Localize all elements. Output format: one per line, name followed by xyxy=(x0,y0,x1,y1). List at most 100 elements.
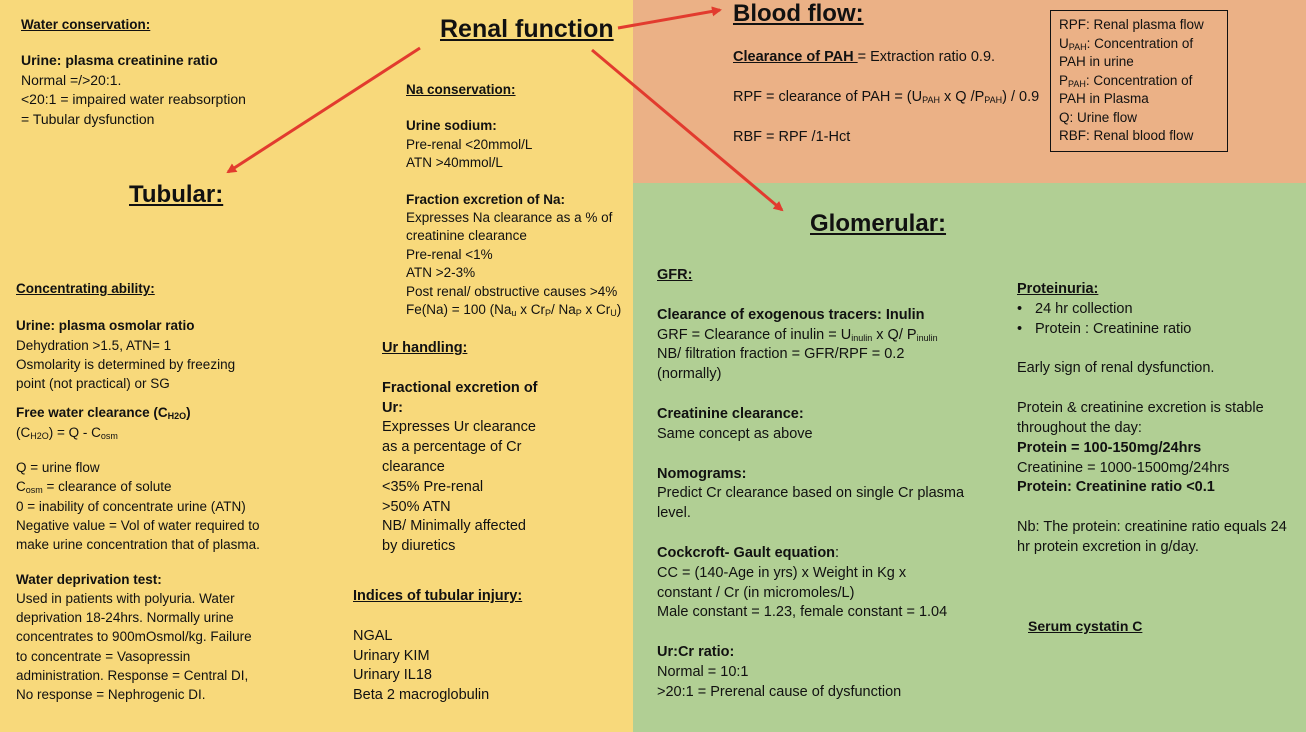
serum-cystatin-heading: Serum cystatin C xyxy=(1028,618,1143,634)
legend-ppah: PPAH: Concentration of xyxy=(1059,72,1193,89)
free-water-sub: Free water clearance (CH2O) xyxy=(16,405,191,422)
ur-line-1: Expresses Ur clearance xyxy=(382,419,536,436)
bullet-item: •24 hr collection xyxy=(1017,300,1133,317)
injury-item: Beta 2 macroglobulin xyxy=(353,687,490,704)
nomograms-sub: Nomograms: xyxy=(657,465,747,482)
glomerular-title: Glomerular: xyxy=(810,210,947,237)
proteinuria-block: Proteinuria: •24 hr collection •Protein … xyxy=(1017,280,1287,558)
gfr-line-10: Normal = 10:1 xyxy=(657,663,749,680)
gfr-line-11: >20:1 = Prerenal cause of dysfunction xyxy=(657,683,902,700)
cosm-def: Cosm = clearance of solute xyxy=(16,479,172,496)
ur-line-5: >50% ATN xyxy=(382,498,451,515)
water-line-3: = Tubular dysfunction xyxy=(21,110,155,127)
injury-item: Urinary KIM xyxy=(353,647,430,664)
gfr-block: GFR: Clearance of exogenous tracers: Inu… xyxy=(657,266,964,703)
water-line-2: <20:1 = impaired water reabsorption xyxy=(21,91,246,108)
conc-line-4: 0 = inability of concentrate urine (ATN) xyxy=(16,498,246,514)
prot-line-7: Nb: The protein: creatinine ratio equals… xyxy=(1017,519,1287,536)
conc-line-6: make urine concentration that of plasma. xyxy=(16,537,260,553)
prot-line-3: throughout the day: xyxy=(1017,419,1142,436)
prot-line-8: hr protein excretion in g/day. xyxy=(1017,538,1199,555)
wd-line-6: No response = Nephrogenic DI. xyxy=(16,687,206,703)
conc-line-1: Dehydration >1.5, ATN= 1 xyxy=(16,337,172,353)
blood-flow-block: Clearance of PAH = Extraction ratio 0.9.… xyxy=(733,47,1039,147)
na-line-3: Expresses Na clearance as a % of xyxy=(406,210,613,226)
wd-line-5: administration. Response = Central DI, xyxy=(16,668,249,684)
ur-line-4: <35% Pre-renal xyxy=(382,478,484,495)
gfr-heading: GFR: xyxy=(657,267,693,283)
gfr-line-3: (normally) xyxy=(657,366,722,383)
legend-ppah-2: PAH in Plasma xyxy=(1059,91,1149,106)
water-sub: Urine: plasma creatinine ratio xyxy=(21,52,218,69)
free-water-equation: (CH2O) = Q - Cosm xyxy=(16,424,118,441)
injury-item: NGAL xyxy=(353,627,393,644)
fraction-na-sub: Fraction excretion of Na: xyxy=(406,191,566,207)
gfr-line-8: constant / Cr (in micromoles/L) xyxy=(657,584,855,601)
water-conservation-block: Water conservation: Urine: plasma creati… xyxy=(21,15,246,129)
inulin-sub: Clearance of exogenous tracers: Inulin xyxy=(657,306,925,323)
fe-ur-sub: Fractional excretion of xyxy=(382,379,538,396)
tubular-panel-background xyxy=(0,0,633,732)
ur-line-2: as a percentage of Cr xyxy=(382,439,522,456)
glomerular-panel-background xyxy=(633,183,1306,732)
water-deprivation-sub: Water deprivation test: xyxy=(16,571,162,587)
page-title: Renal function xyxy=(440,15,614,43)
fe-na-formula: Fe(Na) = 100 (Nau x CrP/ NaP x CrU) xyxy=(406,302,622,319)
tubular-title: Tubular: xyxy=(129,181,224,208)
na-line-2: ATN >40mmol/L xyxy=(406,155,503,171)
legend-rpf: RPF: Renal plasma flow xyxy=(1059,17,1204,32)
bullet-item: •Protein : Creatinine ratio xyxy=(1017,320,1192,337)
grf-formula: GRF = Clearance of inulin = Uinulin x Q/… xyxy=(657,326,938,343)
na-line-4: creatinine clearance xyxy=(406,228,527,244)
q-def: Q = urine flow xyxy=(16,460,100,476)
gfr-line-9: Male constant = 1.23, female constant = … xyxy=(657,604,948,621)
pah-clearance-line: Clearance of PAH = Extraction ratio 0.9. xyxy=(733,49,996,65)
gfr-line-6: level. xyxy=(657,505,691,522)
wd-line-1: Used in patients with polyuria. Water xyxy=(16,590,235,606)
legend-rbf: RBF: Renal blood flow xyxy=(1059,128,1194,143)
legend-upah: UPAH: Concentration of xyxy=(1059,35,1194,52)
prot-line-6: Protein: Creatinine ratio <0.1 xyxy=(1017,479,1215,496)
conc-line-3: point (not practical) or SG xyxy=(16,376,170,392)
gfr-line-2: NB/ filtration fraction = GFR/RPF = 0.2 xyxy=(657,346,905,363)
na-conservation-block: Na conservation: Urine sodium: Pre-renal… xyxy=(406,81,621,319)
ur-handling-block: Ur handling: Fractional excretion of Ur:… xyxy=(382,339,538,557)
rpf-formula: RPF = clearance of PAH = (UPAH x Q /PPAH… xyxy=(733,89,1040,105)
rbf-formula: RBF = RPF /1-Hct xyxy=(733,129,851,145)
ur-line-3: clearance xyxy=(382,458,445,475)
na-line-6: ATN >2-3% xyxy=(406,265,476,281)
prot-line-4: Protein = 100-150mg/24hrs xyxy=(1017,439,1202,456)
gfr-line-4: Same concept as above xyxy=(657,425,813,442)
gfr-line-7: CC = (140-Age in yrs) x Weight in Kg x xyxy=(657,564,907,581)
proteinuria-heading: Proteinuria: xyxy=(1017,281,1099,297)
prot-line-2: Protein & creatinine excretion is stable xyxy=(1017,400,1264,417)
na-line-7: Post renal/ obstructive causes >4% xyxy=(406,283,618,299)
osmolar-ratio-sub: Urine: plasma osmolar ratio xyxy=(16,318,195,334)
na-line-5: Pre-renal <1% xyxy=(406,246,493,262)
ur-handling-heading: Ur handling: xyxy=(382,340,468,356)
na-line-1: Pre-renal <20mmol/L xyxy=(406,136,533,152)
concentrating-block: Concentrating ability: Urine: plasma osm… xyxy=(16,279,260,705)
ur-cr-ratio-sub: Ur:Cr ratio: xyxy=(657,644,735,661)
wd-line-2: deprivation 18-24hrs. Normally urine xyxy=(16,610,234,626)
wd-line-4: to concentrate = Vasopressin xyxy=(16,648,191,664)
concentrating-heading: Concentrating ability: xyxy=(16,281,155,296)
ur-line-7: by diuretics xyxy=(382,538,456,555)
conc-line-5: Negative value = Vol of water required t… xyxy=(16,517,260,533)
blood-flow-panel-background xyxy=(633,0,1306,183)
fe-ur-sub-2: Ur: xyxy=(382,399,403,416)
wd-line-3: concentrates to 900mOsmol/kg. Failure xyxy=(16,629,252,645)
conc-line-2: Osmolarity is determined by freezing xyxy=(16,356,236,372)
blood-flow-title: Blood flow: xyxy=(733,0,864,27)
abbreviation-legend: RPF: Renal plasma flow UPAH: Concentrati… xyxy=(1050,10,1228,152)
creatinine-clearance-sub: Creatinine clearance: xyxy=(657,405,804,422)
arrow-to-tubular xyxy=(226,46,421,174)
cockcroft-sub: Cockcroft- Gault equation: xyxy=(657,544,840,561)
gfr-line-5: Predict Cr clearance based on single Cr … xyxy=(657,485,965,502)
prot-line-5: Creatinine = 1000-1500mg/24hrs xyxy=(1017,459,1230,476)
legend-q: Q: Urine flow xyxy=(1059,109,1138,125)
water-conservation-heading: Water conservation: xyxy=(21,17,151,32)
ur-line-6: NB/ Minimally affected xyxy=(382,518,526,535)
arrow-to-glomerular xyxy=(591,48,784,212)
